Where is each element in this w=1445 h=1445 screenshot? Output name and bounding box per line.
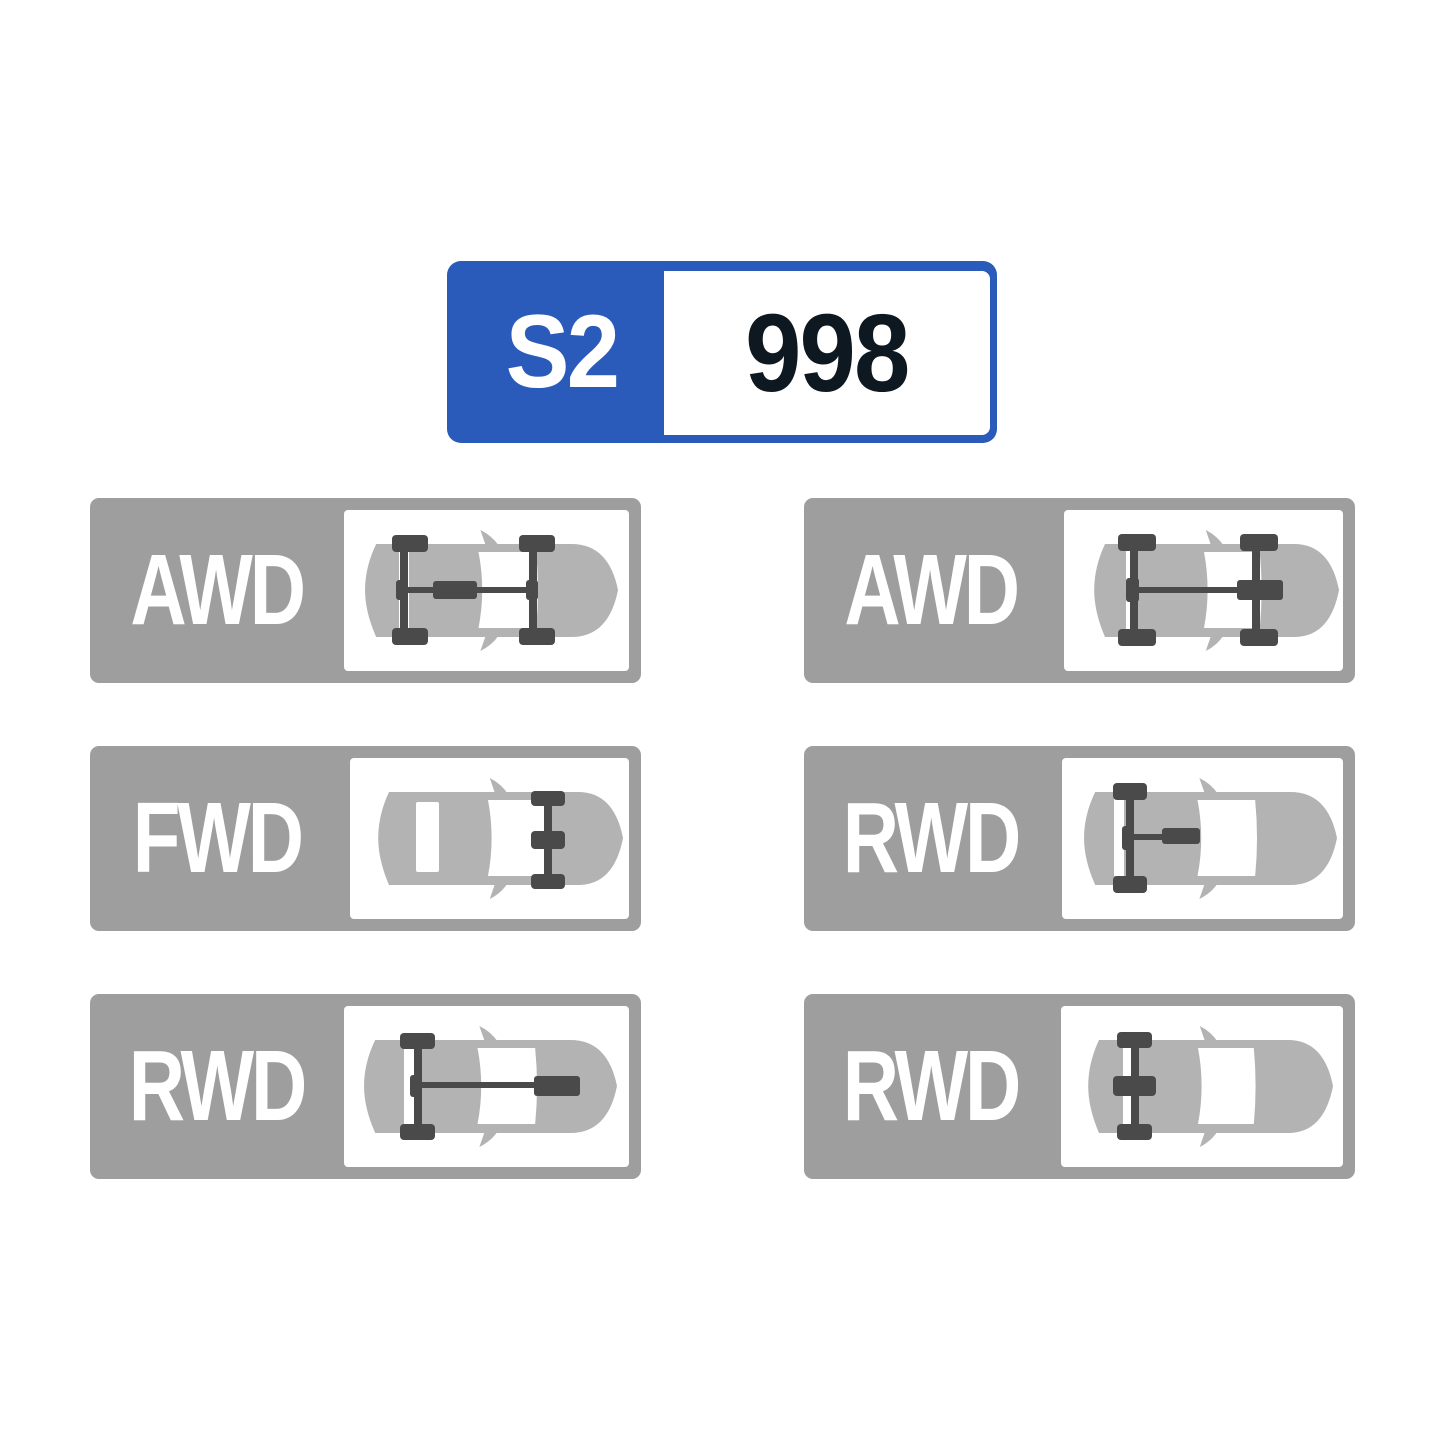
drivetrain-label: RWD: [843, 782, 1022, 894]
model-badge: S2 998: [447, 261, 997, 443]
drivetrain-label: AWD: [130, 534, 307, 646]
fwd-drivetrain-icon: [350, 758, 629, 919]
drivetrain-badge-fwd: FWD: [90, 746, 641, 931]
awd-drivetrain-icon: [1064, 510, 1343, 671]
drivetrain-label: RWD: [843, 1030, 1022, 1142]
drivetrain-badge-awd: AWD: [90, 498, 641, 683]
series-code: S2: [505, 293, 620, 410]
model-number-panel: 998: [664, 271, 990, 435]
drivetrain-badge-awd: AWD: [804, 498, 1355, 683]
rwd-drivetrain-icon: [1062, 758, 1343, 919]
rwd-drivetrain-icon: [1061, 1006, 1343, 1167]
model-number: 998: [745, 291, 910, 415]
drivetrain-badge-rwd: RWD: [804, 746, 1355, 931]
drivetrain-label: RWD: [129, 1030, 308, 1142]
drivetrain-label: FWD: [132, 782, 304, 894]
awd-drivetrain-icon: [344, 510, 629, 671]
drivetrain-label: AWD: [844, 534, 1021, 646]
drivetrain-badge-rwd: RWD: [90, 994, 641, 1179]
rwd-drivetrain-icon: [344, 1006, 629, 1167]
drivetrain-badge-rwd: RWD: [804, 994, 1355, 1179]
